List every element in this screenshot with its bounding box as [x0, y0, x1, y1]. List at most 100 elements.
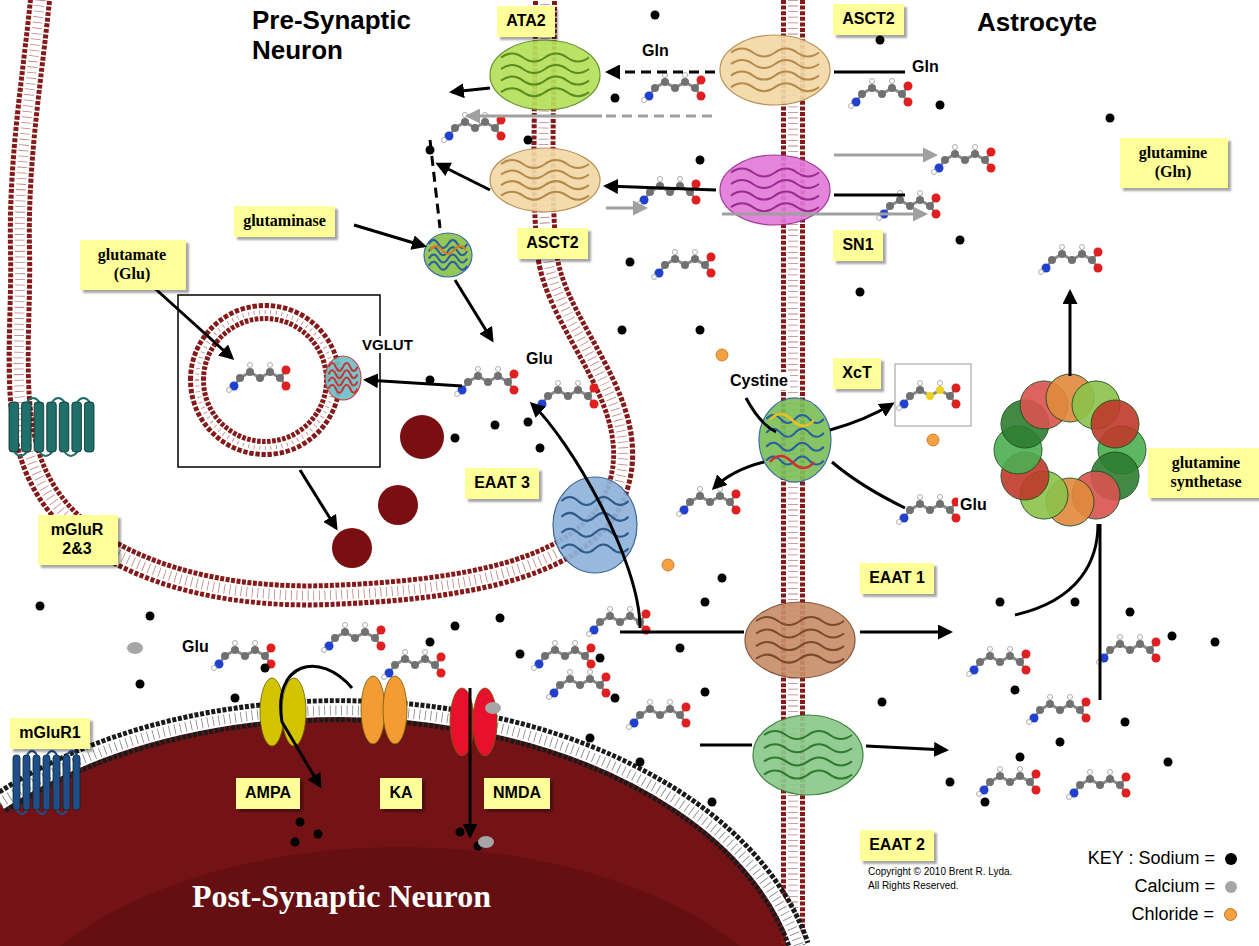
hydrogen-atom [1088, 770, 1093, 775]
molecule-atom [484, 378, 492, 386]
flow-arrow [606, 186, 716, 190]
molecule-atom [936, 386, 944, 394]
region-label: Post-Synaptic Neuron [190, 878, 493, 915]
sodium-ion [136, 680, 145, 689]
oxygen-atom [1022, 650, 1031, 659]
molecule-atom [411, 661, 419, 669]
molecule-atom [686, 498, 694, 506]
protein-helix [561, 513, 628, 521]
molecule-atom [941, 156, 949, 164]
molecule-atom [276, 374, 284, 382]
hydrogen-atom [932, 170, 937, 175]
molecule-atom [681, 261, 689, 269]
protein-helix [731, 49, 819, 57]
hydrogen-atom [938, 495, 943, 500]
ampa-receptor [282, 678, 306, 746]
receptor-loop [47, 751, 57, 755]
molecule-atom [716, 492, 724, 500]
molecule-atom [976, 658, 984, 666]
ata2-protein [490, 40, 600, 110]
hydrogen-atom [678, 177, 683, 182]
oxygen-atom [697, 76, 706, 85]
pre-synaptic-membrane-tails [19, 0, 624, 595]
protein-body [490, 40, 600, 110]
molecule-atom [981, 156, 989, 164]
hydrogen-atom [637, 202, 642, 207]
molecule-atom [1136, 640, 1144, 648]
sodium-ion [1011, 686, 1020, 695]
oxygen-atom [1122, 789, 1131, 798]
amino-acid-molecule [849, 79, 913, 109]
sodium-ion [231, 694, 240, 703]
molecule-atom [646, 705, 654, 713]
sodium-ion [451, 434, 460, 443]
flow-arrow [366, 380, 462, 386]
hydrogen-atom [642, 98, 647, 103]
receptor-helix [72, 402, 82, 452]
molecule-atom [1016, 772, 1024, 780]
vesicle-membrane-tails [197, 312, 333, 448]
flow-arrow [606, 207, 645, 210]
molecule-atom [916, 500, 924, 508]
molecule-atom [696, 492, 704, 500]
molecule-atom [596, 681, 604, 689]
asct2-protein [720, 35, 830, 105]
oxygen-atom [1022, 666, 1031, 675]
sodium-ion [946, 778, 955, 787]
protein-helix [770, 414, 814, 426]
molecule-atom [231, 646, 239, 654]
molecule-atom [651, 84, 659, 92]
molecule-atom [1016, 658, 1024, 666]
post-synaptic-body [0, 710, 799, 946]
hydrogen-atom [227, 388, 232, 393]
kainate-receptor [383, 676, 407, 744]
molecule-atom [371, 634, 379, 642]
molecule-atom [431, 661, 439, 669]
sticky-note: mGluR1 [10, 718, 90, 749]
sticky-note: AMPA [236, 778, 300, 809]
protein-layer [9, 35, 1146, 814]
protein-helix [731, 72, 819, 80]
molecule-atom [504, 378, 512, 386]
sodium-ion [1056, 738, 1065, 747]
molecule-atom [481, 118, 489, 126]
post-synaptic-membrane-core [0, 710, 799, 946]
protein-helix [766, 443, 824, 451]
flow-arrow [532, 404, 640, 628]
amino-acid-molecule [1067, 770, 1131, 800]
hydrogen-atom [973, 145, 978, 150]
pre-synaptic-membrane-heads [19, 0, 624, 595]
protein-helix [501, 160, 589, 168]
hydrogen-atom [1067, 795, 1072, 800]
molecule-atom [996, 772, 1004, 780]
oxygen-atom [642, 610, 651, 619]
molecule-atom [391, 661, 399, 669]
sodium-ion [1126, 608, 1135, 617]
protein-helix [561, 529, 628, 537]
amino-acid-molecule [932, 145, 996, 175]
flow-arrow [455, 280, 492, 340]
oxygen-atom [1094, 264, 1103, 273]
hydrogen-atom [967, 672, 972, 677]
protein-helix [764, 757, 852, 765]
molecule-atom [661, 78, 669, 86]
oxygen-atom [707, 269, 716, 278]
molecule-atom [474, 372, 482, 380]
hydrogen-atom [1048, 695, 1053, 700]
receptor-helix [43, 755, 50, 810]
amino-acid-molecule [652, 250, 716, 280]
amino-acid-molecule [1039, 245, 1103, 275]
hydrogen-atom [556, 381, 561, 386]
enzyme-pore [1046, 426, 1094, 474]
molecule-atom [886, 202, 894, 210]
sodium-ion [456, 828, 465, 837]
receptor-helix [59, 402, 69, 452]
vglut-protein [325, 356, 361, 400]
region-label: Pre-Synaptic Neuron [250, 6, 430, 66]
protein-helix [764, 744, 852, 752]
vesicle-membrane-heads [197, 312, 333, 448]
flow-arrow [722, 213, 925, 216]
molecule-atom [596, 618, 604, 626]
hydrogen-atom [568, 670, 573, 675]
sodium-ion [1121, 718, 1130, 727]
